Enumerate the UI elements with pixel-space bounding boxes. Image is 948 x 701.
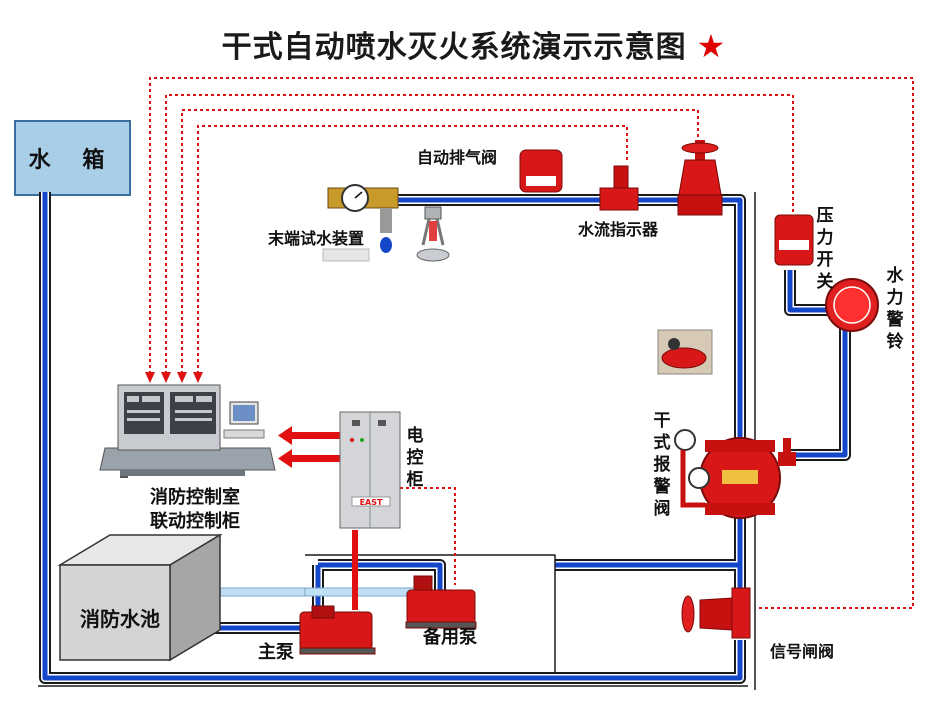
main-pump [299, 605, 376, 655]
water-tank-label: 水 箱 [28, 148, 117, 173]
label-backup-pump: 备用泵 [423, 627, 477, 648]
cabinet-brand: EAST [360, 498, 383, 507]
star-icon: ★ [696, 27, 727, 65]
label-signal-valve: 信号闸阀 [770, 642, 835, 661]
control-console [99, 384, 276, 478]
exhaust-valve [519, 149, 563, 193]
signal-lines [149, 77, 914, 609]
suction-pipe-backup [304, 587, 416, 597]
label-control-room: 消防控制室 [150, 487, 240, 508]
label-exhaust-valve: 自动排气阀 [417, 148, 498, 167]
label-fire-pool: 消防水池 [80, 607, 160, 631]
label-pressure-switch: 压力开关 [816, 206, 834, 292]
label-flow-indicator: 水流指示器 [578, 220, 659, 239]
signal-arrowheads [145, 372, 203, 383]
pressure-switch [774, 214, 814, 266]
backup-pump [405, 575, 477, 629]
end-test-device [322, 184, 399, 262]
label-linkage-cabinet: 联动控制柜 [150, 511, 240, 532]
cabinet-to-console-arrows [278, 426, 340, 468]
gate-valve-top [677, 140, 723, 216]
label-end-test: 末端试水装置 [268, 229, 365, 248]
water-tank: 水 箱 [14, 120, 131, 196]
fire-pool [57, 533, 223, 662]
sprinkler-head [416, 206, 450, 262]
water-bell [825, 278, 879, 332]
title-text: 干式自动喷水灭火系统演示示意图 [221, 30, 687, 65]
label-elec-cabinet: 电控柜 [406, 426, 424, 490]
suction-pipe-main [212, 587, 306, 597]
dry-alarm-valve [674, 429, 796, 519]
electric-cabinet [339, 411, 401, 529]
signal-gate-valve [681, 587, 751, 639]
diagram-title: 干式自动喷水灭火系统演示示意图 ★ [0, 22, 948, 66]
air-compressor [657, 329, 713, 375]
flow-indicator [599, 165, 639, 211]
label-alarm-valve: 干式报警阀 [653, 411, 671, 519]
label-main-pump: 主泵 [258, 642, 294, 663]
label-water-bell: 水力警铃 [886, 266, 904, 352]
